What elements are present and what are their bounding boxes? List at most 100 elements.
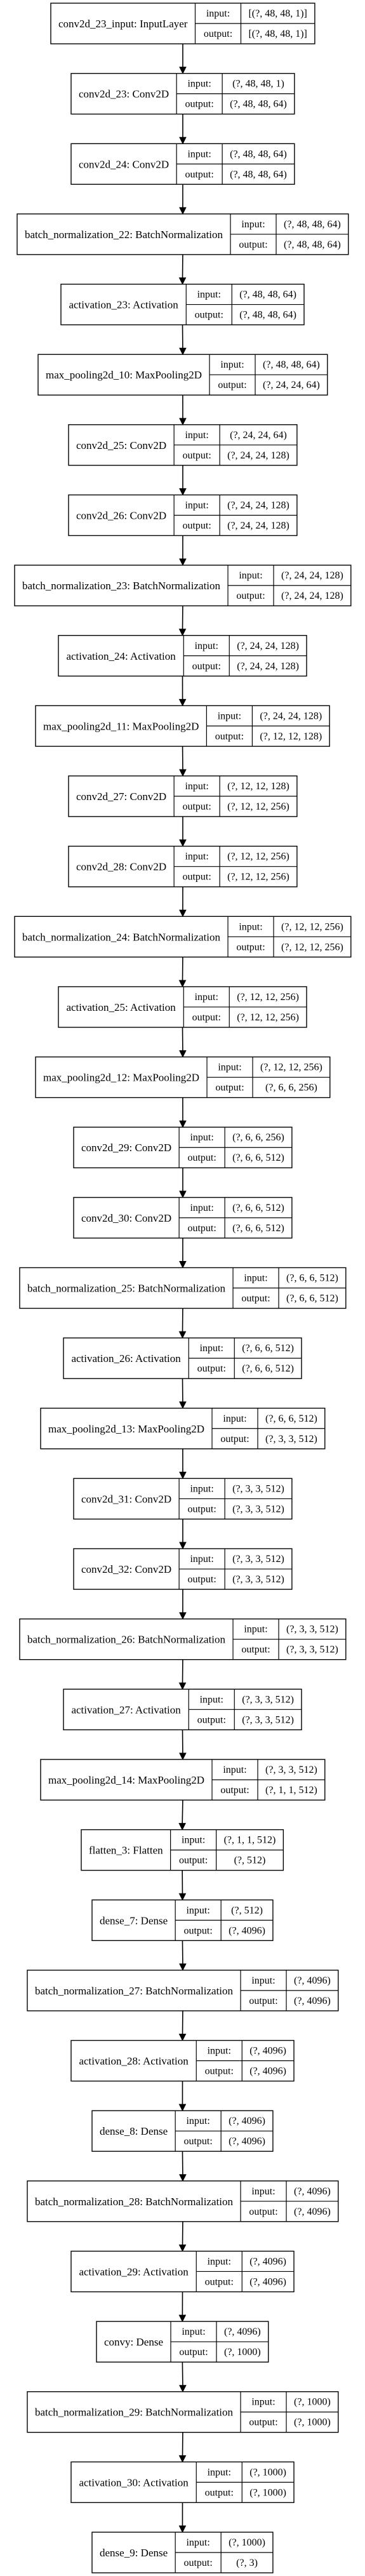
- edge-arrow: [178, 1308, 187, 1339]
- layer-name: max_pooling2d_14: MaxPooling2D: [48, 1774, 204, 1786]
- output-label: output:: [183, 1925, 212, 1936]
- layer-node: max_pooling2d_12: MaxPooling2Dinput:outp…: [35, 1056, 331, 1098]
- layer-node: max_pooling2d_13: MaxPooling2Dinput:outp…: [40, 1408, 326, 1450]
- output-label: output:: [187, 1223, 216, 1234]
- layer-node: activation_29: Activationinput:output:(?…: [70, 2250, 295, 2293]
- output-shape: (?, 24, 24, 128): [227, 450, 289, 461]
- arrowhead-icon: [179, 1050, 187, 1058]
- layer-node: max_pooling2d_14: MaxPooling2Dinput:outp…: [40, 1759, 326, 1801]
- arrowhead-icon: [179, 2385, 187, 2392]
- input-shape: (?, 1000): [249, 2467, 286, 2478]
- layer-name: conv2d_23_input: InputLayer: [58, 18, 188, 30]
- output-shape: (?, 4096): [249, 2276, 286, 2287]
- input-shape: (?, 48, 48, 64): [284, 219, 341, 230]
- output-shape: [(?, 48, 48, 1)]: [248, 29, 307, 39]
- output-shape: (?, 6, 6, 512): [286, 1293, 338, 1304]
- input-shape: (?, 1, 1, 512): [224, 1835, 276, 1846]
- arrowhead-icon: [179, 488, 187, 496]
- input-label: input:: [208, 2467, 231, 2478]
- edge-arrow: [178, 1799, 186, 1831]
- input-label: input:: [239, 570, 262, 581]
- output-shape: (?, 1, 1, 512): [265, 1785, 317, 1796]
- output-shape: (?, 6, 6, 512): [232, 1223, 284, 1234]
- arrowhead-icon: [178, 1823, 186, 1831]
- output-label: output:: [182, 872, 211, 883]
- input-label: input:: [185, 500, 208, 511]
- layer-name: activation_30: Activation: [79, 2476, 189, 2488]
- edge-arrow: [179, 1589, 187, 1620]
- output-label: output:: [182, 801, 211, 812]
- input-shape: (?, 6, 6, 512): [265, 1413, 317, 1424]
- arrowhead-icon: [178, 1331, 187, 1339]
- input-shape: (?, 6, 6, 512): [286, 1273, 338, 1284]
- output-label: output:: [220, 1434, 249, 1445]
- output-shape: (?, 24, 24, 128): [237, 661, 299, 672]
- arrowhead-icon: [179, 418, 187, 425]
- output-label: output:: [187, 1574, 216, 1585]
- layer-node: batch_normalization_23: BatchNormalizati…: [14, 564, 352, 606]
- input-label: input:: [185, 781, 208, 792]
- edge-arrow: [179, 43, 187, 74]
- input-label: input:: [200, 1343, 223, 1354]
- input-shape: (?, 4096): [294, 2186, 331, 2197]
- layer-name: activation_25: Activation: [66, 1001, 176, 1013]
- input-shape: (?, 24, 24, 128): [227, 500, 289, 511]
- output-label: output:: [236, 942, 265, 952]
- input-label: input:: [190, 1203, 213, 1213]
- output-shape: (?, 12, 12, 256): [237, 1012, 299, 1023]
- input-label: input:: [244, 1273, 267, 1284]
- arrowhead-icon: [179, 207, 187, 215]
- output-label: output:: [236, 591, 265, 601]
- layer-node: activation_27: Activationinput:output:(?…: [63, 1688, 302, 1731]
- input-shape: (?, 24, 24, 64): [230, 430, 287, 441]
- input-shape: (?, 4096): [224, 2326, 261, 2337]
- layer-node: batch_normalization_22: BatchNormalizati…: [17, 213, 349, 255]
- layer-name: max_pooling2d_10: MaxPooling2D: [46, 369, 202, 381]
- output-label: output:: [249, 1996, 277, 2006]
- output-label: output:: [183, 2136, 212, 2147]
- output-label: output:: [220, 1785, 249, 1796]
- layer-name: conv2d_32: Conv2D: [81, 1563, 171, 1575]
- arrowhead-icon: [179, 1191, 187, 1198]
- arrowhead-icon: [179, 1120, 187, 1128]
- edge-arrow: [179, 1238, 187, 1269]
- layer-name: batch_normalization_26: BatchNormalizati…: [27, 1634, 226, 1646]
- edge-arrow: [178, 2081, 187, 2112]
- arrowhead-icon: [178, 629, 187, 636]
- edge-arrow: [179, 886, 187, 918]
- arrowhead-icon: [178, 1682, 187, 1690]
- output-shape: (?, 48, 48, 64): [284, 239, 341, 250]
- output-shape: (?, 24, 24, 64): [263, 380, 320, 390]
- input-label: input:: [182, 2326, 205, 2337]
- output-shape: (?, 512): [234, 1855, 266, 1866]
- output-shape: (?, 4096): [249, 2066, 286, 2077]
- output-label: output:: [195, 310, 223, 321]
- edge-arrow: [179, 465, 187, 496]
- layer-node: batch_normalization_28: BatchNormalizati…: [27, 2180, 339, 2222]
- layer-name: activation_26: Activation: [71, 1352, 181, 1365]
- arrowhead-icon: [179, 1471, 187, 1479]
- layer-node: batch_normalization_29: BatchNormalizati…: [27, 2391, 339, 2433]
- output-shape: (?, 12, 12, 256): [281, 942, 343, 952]
- output-shape: (?, 1000): [249, 2487, 286, 2498]
- layer-name: activation_23: Activation: [69, 299, 178, 311]
- output-label: output:: [182, 520, 211, 531]
- arrowhead-icon: [178, 2244, 187, 2252]
- layer-node: batch_normalization_24: BatchNormalizati…: [14, 916, 352, 958]
- output-label: output:: [249, 2206, 277, 2217]
- input-shape: (?, 3, 3, 512): [242, 1694, 294, 1705]
- input-shape: (?, 24, 24, 128): [260, 711, 322, 721]
- input-label: input:: [206, 8, 230, 19]
- output-label: output:: [241, 1293, 270, 1304]
- input-label: input:: [185, 851, 208, 862]
- input-label: input:: [239, 921, 262, 932]
- layer-name: batch_normalization_29: BatchNormalizati…: [35, 2406, 234, 2419]
- arrowhead-icon: [179, 1752, 187, 1761]
- input-label: input:: [190, 1554, 213, 1565]
